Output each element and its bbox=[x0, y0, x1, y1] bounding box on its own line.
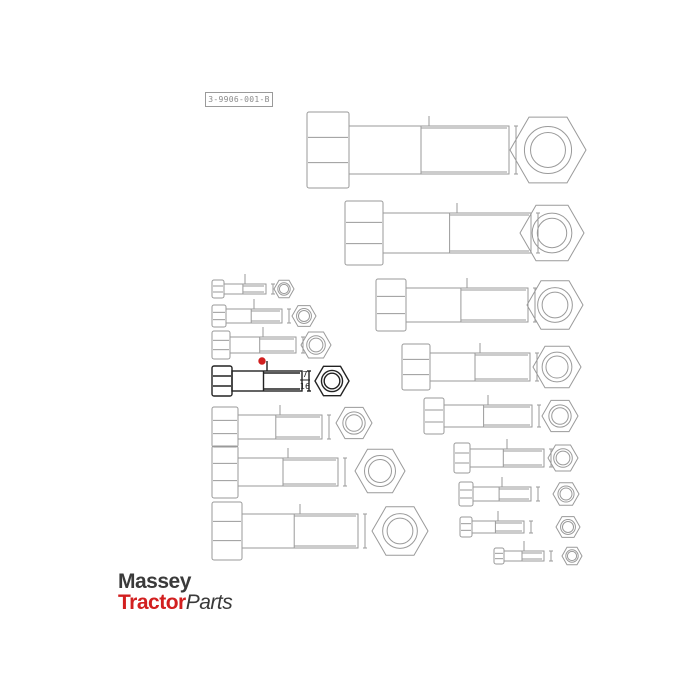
bolt-drawing bbox=[375, 278, 537, 332]
bolt-drawing bbox=[211, 274, 275, 299]
diagram-reference-code: 3-9906-001-B bbox=[205, 92, 273, 107]
nut-drawing bbox=[273, 279, 295, 299]
bolt-drawing bbox=[211, 299, 291, 328]
nut-drawing bbox=[541, 399, 579, 433]
nut-drawing bbox=[532, 345, 582, 389]
nut-drawing bbox=[300, 331, 332, 359]
bolt-drawing bbox=[453, 439, 553, 474]
nut-drawing bbox=[561, 546, 583, 566]
nut-drawing bbox=[552, 482, 580, 506]
highlight-size-denominator: 16 bbox=[300, 382, 310, 391]
bolt-drawing bbox=[211, 327, 305, 360]
nut-drawing bbox=[509, 116, 587, 184]
bolt-drawing bbox=[306, 111, 518, 189]
highlight-size-numerator: 7 bbox=[302, 370, 307, 379]
bolt-drawing bbox=[211, 445, 347, 499]
logo-line-tractor-parts: TractorParts bbox=[118, 591, 233, 614]
nut-drawing bbox=[291, 305, 317, 327]
nut-drawing bbox=[371, 506, 429, 556]
logo-word-parts: Parts bbox=[185, 591, 233, 614]
nut-drawing bbox=[547, 444, 579, 472]
massey-tractor-parts-logo: Massey TractorParts bbox=[118, 570, 233, 614]
nut-drawing bbox=[335, 406, 373, 440]
bolt-drawing bbox=[211, 501, 367, 561]
nut-drawing bbox=[555, 516, 581, 538]
bolt-drawing bbox=[344, 200, 540, 266]
bolt-drawing bbox=[459, 511, 533, 538]
bolt-drawing bbox=[458, 477, 540, 507]
nut-drawing bbox=[354, 448, 406, 494]
bolt-drawing bbox=[211, 405, 331, 448]
highlighted-nut-drawing bbox=[314, 365, 350, 397]
nut-drawing bbox=[519, 204, 585, 262]
bolt-drawing bbox=[423, 395, 541, 435]
bolt-drawing bbox=[401, 343, 539, 391]
logo-word-massey: Massey bbox=[118, 570, 191, 593]
highlighted-bolt-drawing bbox=[211, 361, 311, 397]
nut-drawing bbox=[526, 280, 584, 330]
logo-word-tractor: Tractor bbox=[118, 591, 186, 614]
highlight-callout-marker bbox=[258, 357, 266, 365]
bolt-drawing bbox=[493, 541, 553, 565]
